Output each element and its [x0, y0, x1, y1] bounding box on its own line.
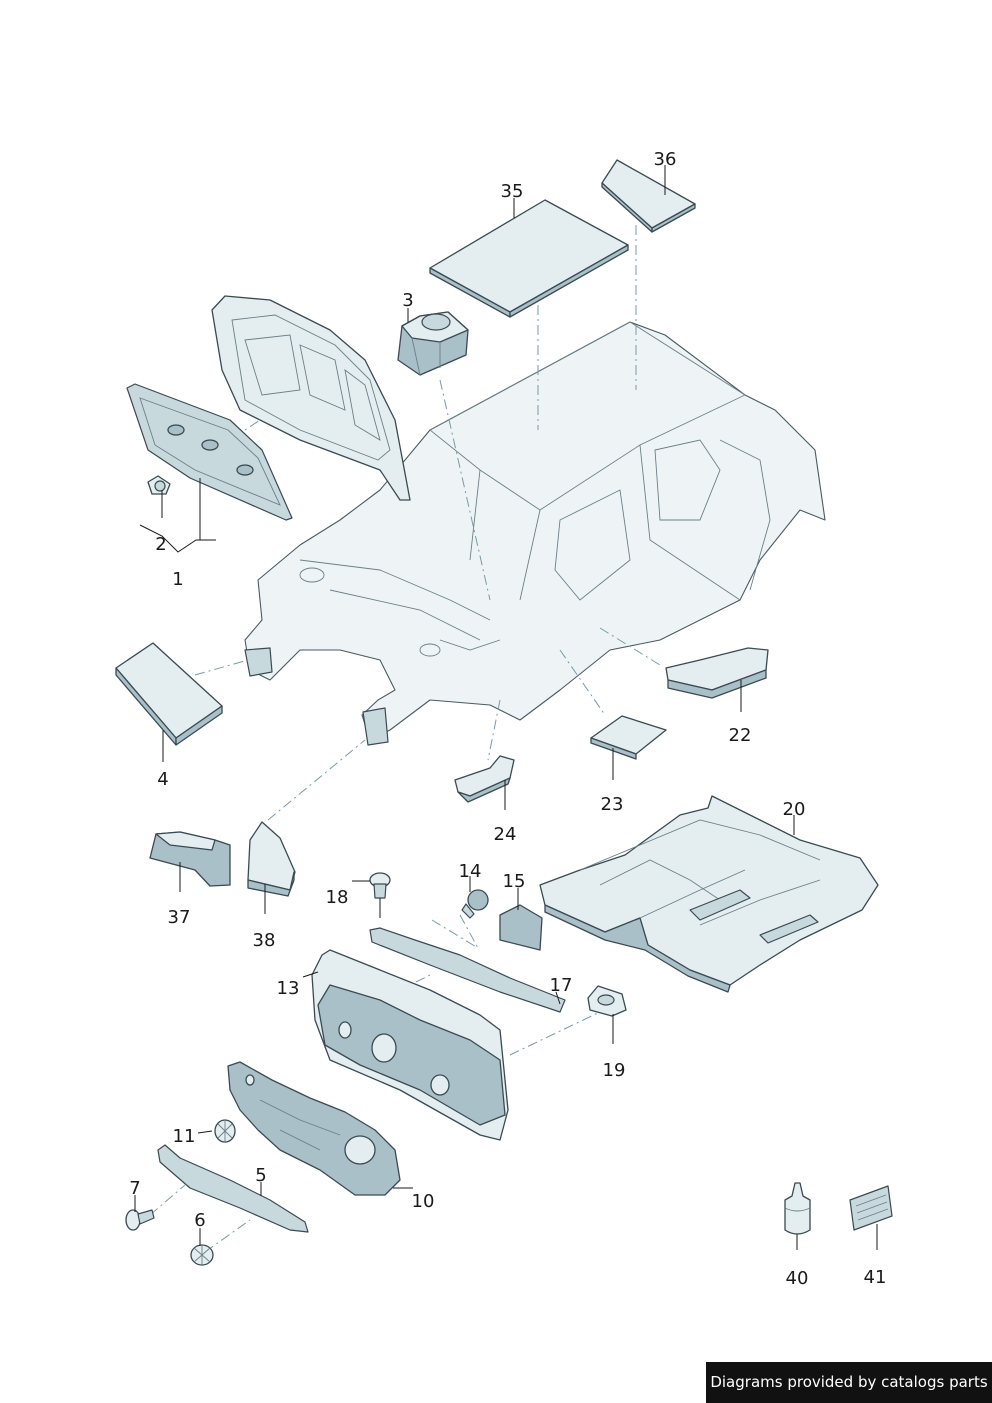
callout-1: 1 [172, 569, 183, 590]
callout-35: 35 [501, 181, 524, 202]
callout-19: 19 [603, 1060, 626, 1081]
callout-36: 36 [654, 149, 677, 170]
callout-20: 20 [783, 799, 806, 820]
callout-40: 40 [786, 1268, 809, 1289]
part-6-grommet [190, 1244, 214, 1266]
part-11-grommet [214, 1119, 236, 1143]
callout-7: 7 [129, 1178, 140, 1199]
callout-23: 23 [601, 794, 624, 815]
part-40-sealant-bottle [784, 1182, 811, 1235]
footer-attribution: Diagrams provided by catalogs parts [706, 1362, 992, 1403]
part-4-insulation-panel [115, 642, 223, 746]
callout-14: 14 [459, 861, 482, 882]
callout-41: 41 [864, 1267, 887, 1288]
callout-4: 4 [157, 769, 168, 790]
part-13-bulkhead-insulation [311, 949, 509, 1141]
callout-labels: 36 35 3 2 1 4 22 23 24 20 37 38 18 14 15… [129, 149, 886, 1289]
part-19-plug [587, 985, 627, 1017]
part-18-clip [369, 872, 391, 899]
callout-38: 38 [253, 930, 276, 951]
car-body-shell [244, 321, 826, 746]
hood-panel [211, 295, 411, 501]
part-10-insulation [227, 1061, 401, 1196]
callout-11: 11 [173, 1126, 196, 1147]
part-2-clip [147, 475, 171, 495]
part-15-pad [499, 904, 543, 951]
callout-24: 24 [494, 824, 517, 845]
part-14-fastener [461, 889, 489, 919]
callout-37: 37 [168, 907, 191, 928]
part-35-insulation-panel [429, 199, 629, 318]
part-41-adhesive-pad [849, 1185, 893, 1231]
callout-18: 18 [326, 887, 349, 908]
callout-3: 3 [402, 290, 413, 311]
part-22-insulation-piece [665, 647, 769, 699]
part-20-floor-covering [539, 795, 879, 993]
part-38-insulation-piece [247, 821, 296, 897]
callout-10: 10 [412, 1191, 435, 1212]
part-23-insulation-piece [590, 715, 667, 760]
part-17-strip [369, 927, 566, 1013]
part-36-insulation-panel [601, 159, 696, 233]
part-1-hood-insulation [126, 383, 293, 521]
part-37-insulation-piece [149, 831, 231, 887]
callout-15: 15 [503, 871, 526, 892]
part-24-insulation-piece [454, 755, 515, 803]
callout-5: 5 [255, 1165, 266, 1186]
callout-17: 17 [550, 975, 573, 996]
leader-lines [134, 165, 878, 1250]
part-5-strip [157, 1144, 309, 1233]
callout-13: 13 [277, 978, 300, 999]
callout-6: 6 [194, 1210, 205, 1231]
part-7-screw [125, 1209, 155, 1231]
part-3-damper-block [397, 311, 469, 376]
callout-2: 2 [155, 534, 166, 555]
callout-22: 22 [729, 725, 752, 746]
